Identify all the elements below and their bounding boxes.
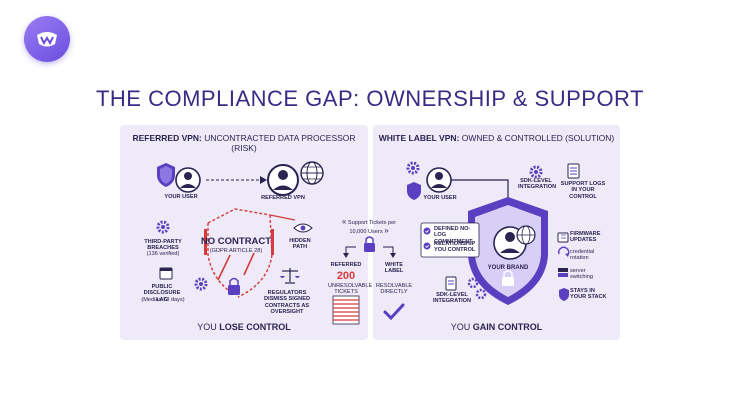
gdpr-label: (GDPR ARTICLE 28) bbox=[209, 248, 263, 254]
right-footer-plain: YOU bbox=[450, 322, 473, 332]
no-contract-label: NO CONTRACT bbox=[200, 236, 272, 247]
relationship-label: RELATIONSHIP YOU CONTROL bbox=[434, 241, 476, 254]
app-logo bbox=[24, 16, 70, 62]
diagram-artwork bbox=[156, 161, 580, 325]
server-icon bbox=[558, 268, 568, 277]
regulators-label: REGULATORS DISMISS SIGNED CONTRACTS AS O… bbox=[263, 290, 310, 316]
right-shield-icon bbox=[407, 182, 421, 200]
commitment-box bbox=[420, 222, 480, 258]
left-title-bold: REFERRED VPN: bbox=[132, 133, 202, 143]
eye-icon bbox=[293, 223, 313, 233]
gear-icon-small bbox=[194, 277, 208, 291]
tickets-label: Support Tickets per 10,000 Users bbox=[347, 220, 397, 235]
gear-cluster-icon bbox=[467, 277, 487, 300]
white-label-sub-label: RESOLVABLE DIRECTLY bbox=[376, 283, 413, 296]
referred-vpn-panel: REFERRED VPN: UNCONTRACTED DATA PROCESSO… bbox=[120, 125, 368, 340]
referred-sub-label: UNRESOLVABLE TICKETS bbox=[328, 283, 373, 296]
right-footer: YOU GAIN CONTROL bbox=[373, 322, 620, 332]
stack-shield-icon bbox=[559, 288, 569, 301]
globe-icon bbox=[300, 161, 324, 185]
right-title-bold: WHITE LABEL VPN: bbox=[378, 133, 460, 143]
checkmark-icon bbox=[383, 303, 405, 321]
double-chevron-right-icon: » bbox=[384, 226, 389, 235]
right-gear-icon bbox=[406, 161, 420, 175]
sdk-gear-icon bbox=[529, 165, 543, 179]
rotation-icon bbox=[557, 246, 570, 257]
scales-icon bbox=[280, 268, 300, 284]
user-avatar-icon bbox=[175, 167, 201, 193]
referred-vpn-label: REFERRED VPN bbox=[261, 195, 305, 201]
support-logs-label: SUPPORT LOGS IN YOUR CONTROL bbox=[560, 181, 606, 200]
calendar-icon bbox=[159, 267, 173, 280]
brand-shield-icon bbox=[468, 197, 548, 305]
padlock-icon bbox=[228, 277, 240, 295]
sdk-bottom-label: SDK-LEVEL INTEGRATION bbox=[432, 292, 472, 305]
doc-icon bbox=[445, 276, 457, 291]
right-footer-bold: GAIN CONTROL bbox=[472, 322, 543, 332]
stays-label: STAYS IN YOUR STACK bbox=[570, 288, 607, 301]
right-title-rest: OWNED & CONTROLLED (SOLUTION) bbox=[459, 133, 615, 143]
left-footer-plain: YOU bbox=[197, 322, 220, 332]
right-panel-title: WHITE LABEL VPN: OWNED & CONTROLLED (SOL… bbox=[373, 133, 620, 143]
check-circle-icon bbox=[423, 227, 431, 235]
left-footer: YOU LOSE CONTROL bbox=[120, 322, 368, 332]
firmware-label: FIRMWARE UPDATES bbox=[570, 231, 601, 244]
gear-icon bbox=[156, 220, 170, 234]
credential-label: credential rotation bbox=[570, 249, 595, 262]
disclosure-label: PUBLIC DISCLOSURE LAG bbox=[143, 284, 181, 303]
tickets-caption: « Support Tickets per 10,000 Users » bbox=[336, 217, 402, 235]
right-your-user-label: YOUR USER bbox=[423, 195, 457, 201]
left-title-rest: UNCONTRACTED DATA PROCESSOR (RISK) bbox=[201, 133, 356, 153]
ticket-stack-icon bbox=[332, 295, 360, 325]
double-chevron-left-icon: « bbox=[341, 217, 347, 226]
right-user-avatar-icon bbox=[426, 167, 452, 193]
server-label: server switching bbox=[570, 268, 594, 281]
referred-vpn-avatar-icon bbox=[267, 164, 299, 196]
defined-nolog-label: DEFINED NO-LOG COMMITMENT bbox=[434, 226, 473, 245]
white-label-col-label: WHITE LABEL bbox=[384, 262, 404, 275]
breaches-label: THIRD-PARTY BREACHES bbox=[144, 239, 182, 252]
logo-mark-icon bbox=[37, 32, 57, 47]
hidden-path-label: HIDDEN PATH bbox=[289, 238, 311, 251]
page-title: THE COMPLIANCE GAP: OWNERSHIP & SUPPORT bbox=[95, 86, 644, 111]
left-footer-bold: LOSE CONTROL bbox=[219, 322, 291, 332]
disclosure-sub-label: (Median 73 days) bbox=[141, 297, 185, 303]
logs-icon bbox=[567, 163, 580, 179]
breaches-sub-label: (136 verified) bbox=[146, 251, 180, 257]
left-panel-title: REFERRED VPN: UNCONTRACTED DATA PROCESSO… bbox=[120, 133, 368, 153]
referred-col-label: REFERRED bbox=[330, 262, 362, 268]
sdk-top-label: SDK-LEVEL INTEGRATION bbox=[518, 178, 557, 191]
center-lock-icon bbox=[364, 236, 375, 252]
left-your-user-label: YOUR USER bbox=[164, 194, 198, 200]
broken-shield-icon bbox=[204, 208, 296, 298]
shield-icon bbox=[157, 163, 175, 187]
referred-value: 200 bbox=[336, 270, 356, 282]
firmware-icon bbox=[557, 232, 569, 243]
your-brand-label: YOUR BRAND bbox=[487, 265, 529, 271]
check-circle-icon-2 bbox=[423, 242, 431, 250]
